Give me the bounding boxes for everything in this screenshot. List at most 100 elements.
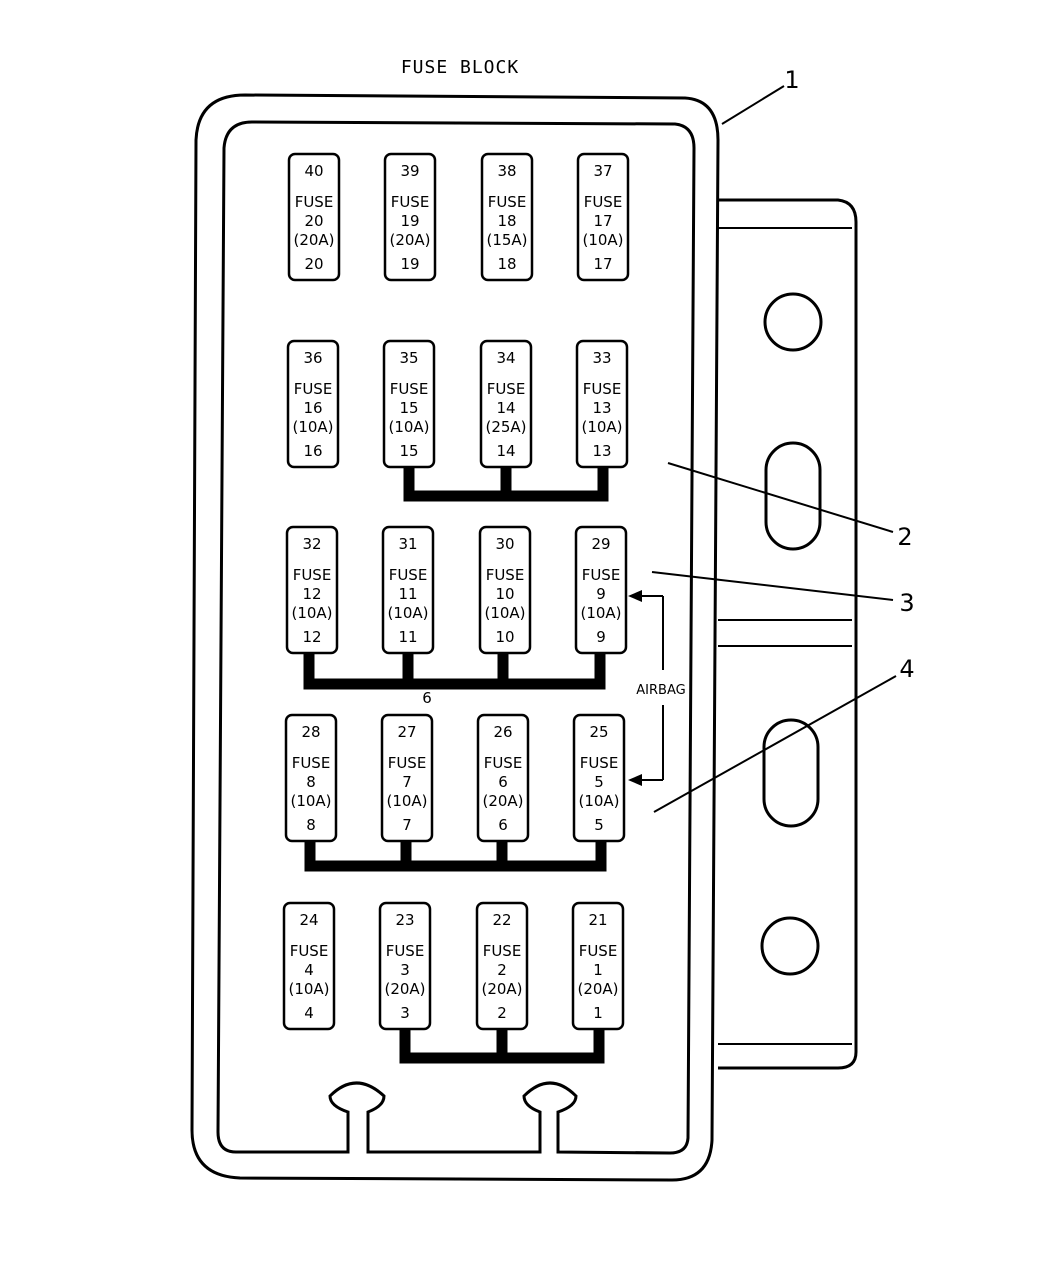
fuse-word: FUSE — [388, 754, 427, 772]
fuse-word: FUSE — [483, 942, 522, 960]
cavity: 37 — [593, 162, 612, 180]
fuse-word: FUSE — [389, 566, 428, 584]
fuse-number: 1 — [593, 961, 603, 979]
diagram-title: FUSE BLOCK — [401, 57, 519, 78]
fuse-outline — [576, 152, 630, 282]
fuse-rating: (15A) — [486, 231, 527, 249]
cavity: 25 — [589, 723, 608, 741]
fuse-number: 19 — [400, 212, 419, 230]
fuse-number: 12 — [302, 585, 321, 603]
fuse-number: 13 — [592, 399, 611, 417]
terminal-number: 16 — [303, 442, 322, 460]
fuse-outline — [479, 339, 533, 469]
fuse-number: 2 — [497, 961, 507, 979]
fuse-number: 20 — [304, 212, 323, 230]
mounting-slot-upper — [764, 441, 822, 551]
fuse-word: FUSE — [484, 754, 523, 772]
cavity: 32 — [302, 535, 321, 553]
fuse-word: FUSE — [580, 754, 619, 772]
fuse-outline — [287, 152, 341, 282]
fuse-rating: (10A) — [580, 604, 621, 622]
fuse-outline — [282, 901, 336, 1031]
fuse-word: FUSE — [391, 193, 430, 211]
terminal-number: 2 — [497, 1004, 507, 1022]
cavity: 35 — [399, 349, 418, 367]
cavity: 38 — [497, 162, 516, 180]
cavity: 22 — [492, 911, 511, 929]
fuse-rating: (20A) — [482, 792, 523, 810]
fuse-rating: (10A) — [288, 980, 329, 998]
cavity: 23 — [395, 911, 414, 929]
fuse-block-housing — [190, 93, 720, 1182]
terminal-number: 12 — [302, 628, 321, 646]
fuse-rating: (10A) — [292, 418, 333, 436]
fuse-number: 9 — [596, 585, 606, 603]
fuse-word: FUSE — [582, 566, 621, 584]
fuse-rating: (20A) — [384, 980, 425, 998]
cavity: 36 — [303, 349, 322, 367]
cavity: 31 — [398, 535, 417, 553]
fuse-word: FUSE — [290, 942, 329, 960]
bus-bar-row-4 — [304, 842, 607, 872]
terminal-number: 5 — [594, 816, 604, 834]
fuse-outline — [478, 525, 532, 655]
fuse-number: 7 — [402, 773, 412, 791]
fuse-outline — [383, 152, 437, 282]
fuse-word: FUSE — [386, 942, 425, 960]
fuse-rating: (10A) — [581, 418, 622, 436]
fuse-word: FUSE — [487, 380, 526, 398]
airbag-indicator: AIRBAG — [628, 590, 686, 786]
terminal-number: 7 — [402, 816, 412, 834]
fuse-word: FUSE — [292, 754, 331, 772]
fuse-outline — [480, 152, 534, 282]
fuse-outline — [382, 339, 436, 469]
fuse-outline — [381, 525, 435, 655]
airbag-label: AIRBAG — [636, 683, 685, 698]
fuse-rating: (20A) — [481, 980, 522, 998]
fuse-outline — [285, 525, 339, 655]
fuse-number: 10 — [495, 585, 514, 603]
fuse-outline — [572, 713, 626, 843]
fuse-number: 5 — [594, 773, 604, 791]
terminal-number: 10 — [495, 628, 514, 646]
fuse-word: FUSE — [579, 942, 618, 960]
fuse-number: 16 — [303, 399, 322, 417]
callout-leaders — [651, 85, 897, 813]
bus-bars — [303, 468, 609, 1064]
terminal-number: 4 — [304, 1004, 314, 1022]
fuse-rating: (20A) — [577, 980, 618, 998]
terminal-number: 8 — [306, 816, 316, 834]
fuse-outline — [475, 901, 529, 1031]
fuse-rating: (10A) — [387, 604, 428, 622]
mounting-hole-bottom — [760, 916, 820, 976]
mounting-bracket — [718, 198, 858, 1070]
fuse-outline — [574, 525, 628, 655]
callout-1: 1 — [784, 66, 799, 94]
fuse-number: 15 — [399, 399, 418, 417]
terminal-number: 3 — [400, 1004, 410, 1022]
fuse-number: 11 — [398, 585, 417, 603]
mounting-slot-lower — [762, 718, 820, 828]
fuse-grid: 40FUSE20(20A)2039FUSE19(20A)1938FUSE18(1… — [282, 152, 630, 1031]
fuse-number: 3 — [400, 961, 410, 979]
terminal-number: 6 — [498, 816, 508, 834]
callout-4: 4 — [899, 655, 914, 683]
fuse-number: 8 — [306, 773, 316, 791]
fuse-outline — [286, 339, 340, 469]
fuse-outline — [571, 901, 625, 1031]
